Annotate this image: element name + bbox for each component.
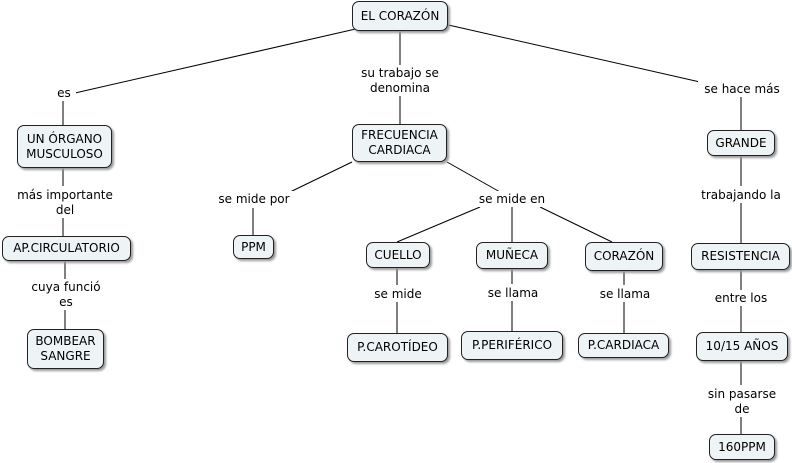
link-se-mide: se mide <box>369 286 427 302</box>
connector-se-mide-en-corazon <box>539 206 613 243</box>
link-cuya-funcion: cuya funció es <box>24 279 108 310</box>
link-se-mide-en: se mide en <box>473 191 551 207</box>
node-un-organo-musculoso[interactable]: UN ÓRGANO MUSCULOSO <box>17 125 112 168</box>
link-se-llama-1: se llama <box>482 285 544 301</box>
link-es: es <box>52 86 76 101</box>
connector-frecuencia-se-mide-en <box>446 161 501 193</box>
node-p-periferico[interactable]: P.PERIFÉRICO <box>461 331 563 360</box>
link-entre-los: entre los <box>709 290 773 306</box>
node-160ppm[interactable]: 160PPM <box>709 434 775 460</box>
link-trabajando: trabajando la <box>695 187 787 203</box>
connector-root-se-hace-mas <box>443 23 701 83</box>
node-ppm[interactable]: PPM <box>233 235 274 259</box>
node-p-cardiaca[interactable]: P.CARDIACA <box>578 333 669 358</box>
node-10-15-anos[interactable]: 10/15 AÑOS <box>696 332 788 361</box>
link-se-mide-por: se mide por <box>213 191 295 207</box>
link-se-llama-2: se llama <box>594 286 656 302</box>
node-muneca[interactable]: MUÑECA <box>476 242 548 269</box>
link-sin-pasarse: sin pasarse de <box>703 386 781 417</box>
node-el-corazon[interactable]: EL CORAZÓN <box>352 1 448 31</box>
node-corazon[interactable]: CORAZÓN <box>585 242 663 271</box>
node-resistencia[interactable]: RESISTENCIA <box>691 243 790 270</box>
node-cuello[interactable]: CUELLO <box>366 242 430 268</box>
connector-root-es <box>74 27 361 94</box>
connector-se-mide-en-cuello <box>396 206 481 243</box>
link-se-hace-mas: se hace más <box>698 81 786 97</box>
node-p-carotideo[interactable]: P.CAROTÍDEO <box>347 333 448 362</box>
node-grande[interactable]: GRANDE <box>707 130 775 156</box>
link-su-trabajo: su trabajo se denomina <box>352 65 448 96</box>
node-frecuencia-cardiaca[interactable]: FRECUENCIA CARDIACA <box>352 124 447 162</box>
link-mas-importante: más importante del <box>10 187 120 218</box>
node-bombear-sangre[interactable]: BOMBEAR SANGRE <box>27 329 104 369</box>
connector-frecuencia-se-mide-por <box>289 161 353 193</box>
node-ap-circulatorio[interactable]: AP.CIRCULATORIO <box>2 236 131 261</box>
